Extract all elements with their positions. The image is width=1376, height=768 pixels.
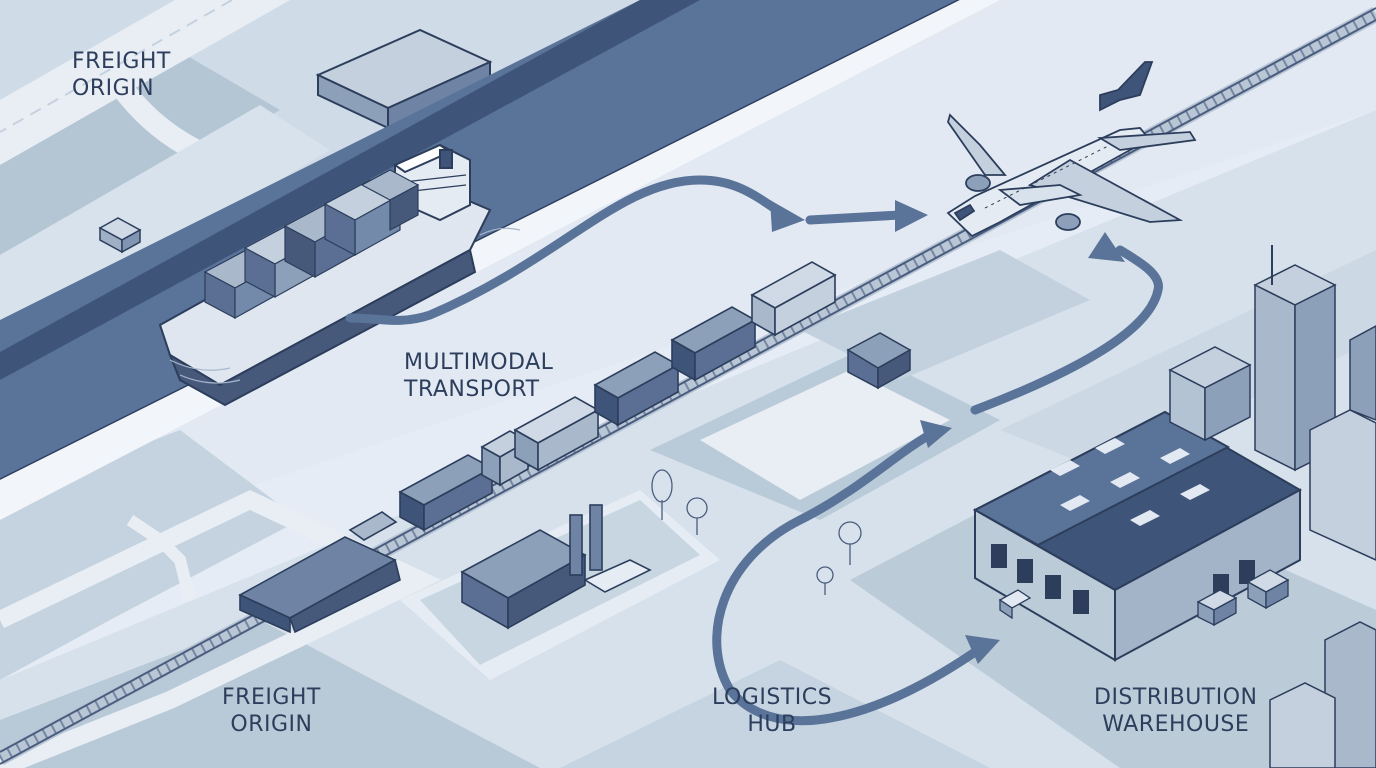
airplane-icon <box>946 61 1197 238</box>
delivery-truck-icon <box>998 569 1290 627</box>
wagon-3 <box>513 396 600 472</box>
wagon-1 <box>398 454 494 532</box>
label-multimodal-transport: MULTIMODAL TRANSPORT <box>404 349 553 403</box>
wagon-2 <box>480 430 530 487</box>
office-buildings-icon <box>1168 245 1376 768</box>
factory-icon <box>460 504 652 630</box>
label-line: ORIGIN <box>72 76 155 101</box>
freight-origin-top-building <box>315 28 493 130</box>
label-line: HUB <box>747 712 797 737</box>
ship-containers <box>203 169 420 320</box>
label-line: MULTIMODAL <box>404 350 554 375</box>
label-freight-origin-bottom: FREIGHT ORIGIN <box>222 684 321 738</box>
label-logistics-hub: LOGISTICS HUB <box>712 684 832 738</box>
water-ripples <box>169 227 521 384</box>
label-line: TRANSPORT <box>404 377 540 402</box>
flow-arrow-icon <box>345 175 1163 726</box>
depot-shed <box>846 332 912 390</box>
label-line: ORIGIN <box>230 712 313 737</box>
wagon-5 <box>670 306 757 382</box>
label-line: DISTRIBUTION <box>1094 685 1258 710</box>
label-distribution-warehouse: DISTRIBUTION WAREHOUSE <box>1094 684 1258 738</box>
small-crate-top <box>98 217 142 254</box>
label-line: WAREHOUSE <box>1102 712 1250 737</box>
freight-train-icon <box>238 261 837 634</box>
flow-arrow-heads <box>770 200 1125 664</box>
wagon-6 <box>750 261 837 337</box>
label-line: FREIGHT <box>72 49 171 74</box>
label-line: FREIGHT <box>222 685 321 710</box>
label-freight-origin-top: FREIGHT ORIGIN <box>72 48 171 102</box>
label-line: LOGISTICS <box>712 685 833 710</box>
warehouse-icon <box>972 410 1303 662</box>
